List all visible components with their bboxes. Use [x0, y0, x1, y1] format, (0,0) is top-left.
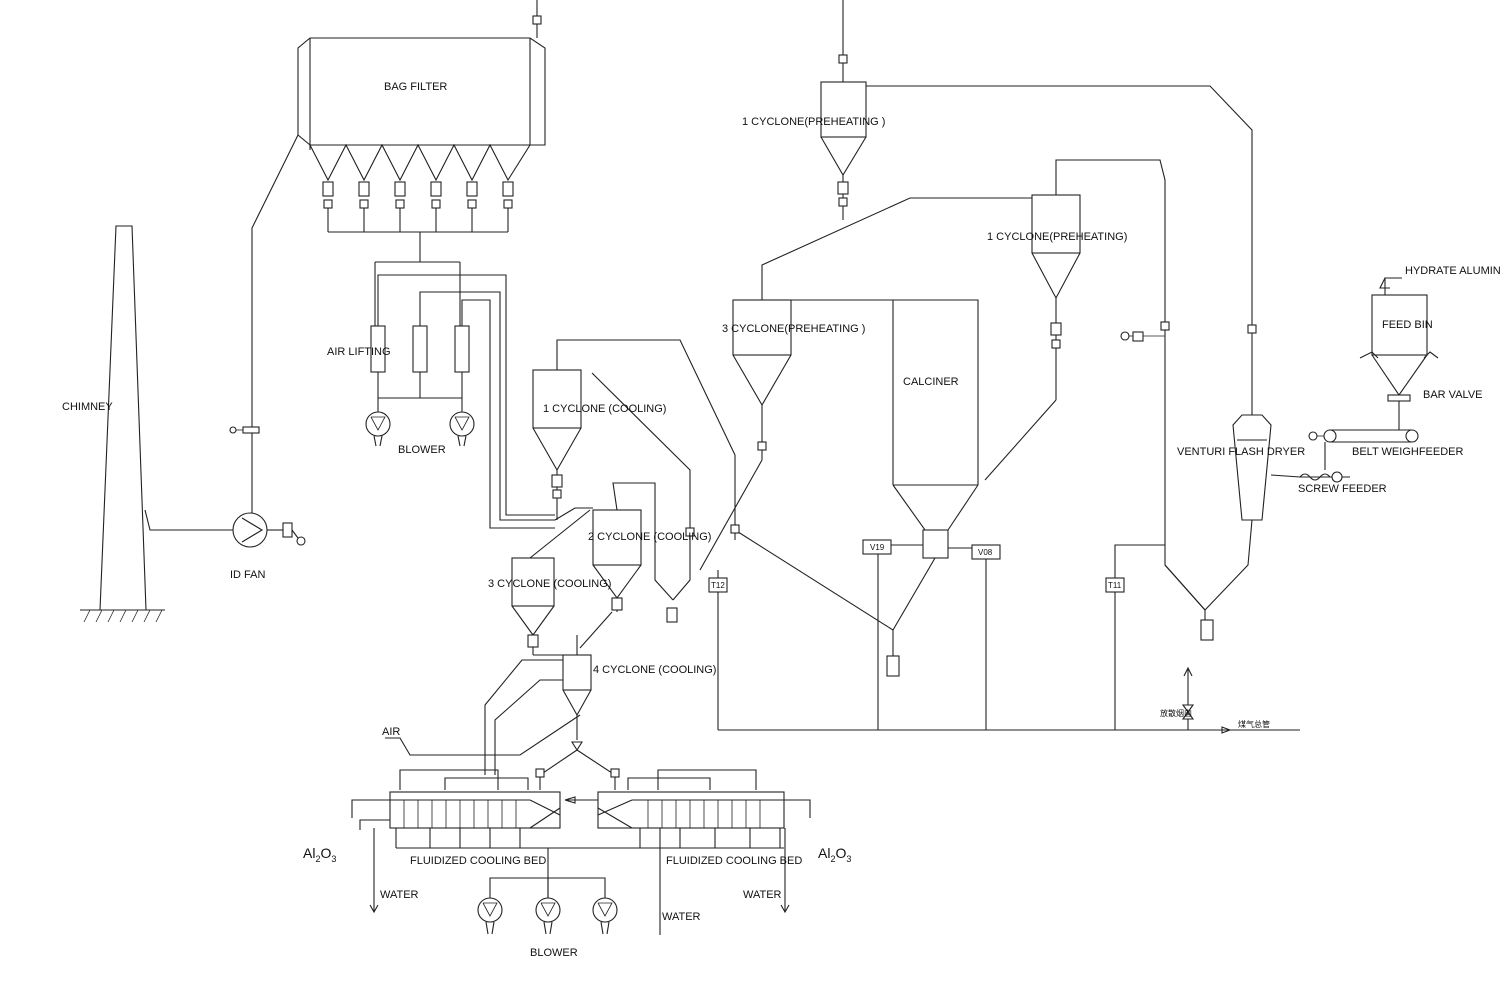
air-lifting: AIR LIFTING — [327, 232, 555, 529]
air-lifting-label: AIR LIFTING — [327, 346, 391, 358]
calciner: V19 V08 CALCINER — [734, 299, 1001, 730]
calciner-label: CALCINER — [903, 376, 959, 388]
fcb-left-label: FLUIDIZED COOLING BED — [410, 855, 546, 867]
water-mid-label: WATER — [662, 911, 701, 923]
cn-label-2: 煤气总管 — [1238, 719, 1270, 729]
al2o3-left-o: O — [320, 845, 331, 861]
cyclone4-cooling: 4 CYCLONE (COOLING) — [484, 635, 716, 790]
cyclone3-preheating-label: 3 CYCLONE(PREHEATING ) — [722, 323, 865, 335]
hydrate-alumina-label: HYDRATE ALUMINA — [1405, 265, 1500, 277]
cyclone3-preheating: 3 CYCLONE(PREHEATING ) — [699, 197, 1032, 571]
al2o3-left: Al2O3 — [303, 845, 336, 864]
al2o3-right-al: Al — [818, 845, 830, 861]
bar-valve-label: BAR VALVE — [1423, 389, 1483, 401]
belt-weighfeeder-label: BELT WEIGHFEEDER — [1352, 446, 1464, 458]
feed-bin-label: FEED BIN — [1382, 319, 1433, 331]
feed-bin: HYDRATE ALUMINA FEED BIN BAR VALVE — [1359, 265, 1500, 430]
al2o3-left-sub1: 2 — [315, 854, 320, 864]
gas-header: 放散烟囱 煤气总管 — [718, 666, 1300, 734]
al2o3-right-o: O — [835, 845, 846, 861]
instrument-t12: T12 — [708, 570, 728, 730]
screw-feeder: SCREW FEEDER — [1298, 471, 1387, 495]
svg-text:Al2O3: Al2O3 — [303, 845, 336, 864]
bag-filter-valves — [322, 181, 514, 209]
cyclone1-preheating-top-label: 1 CYCLONE(PREHEATING ) — [742, 116, 885, 128]
blower-bottom-label: BLOWER — [530, 947, 578, 959]
tag-v08: V08 — [978, 548, 993, 557]
cyclone3-cooling: 3 CYCLONE (COOLING) — [488, 509, 611, 656]
tag-v19: V19 — [870, 543, 885, 552]
bag-filter: BAG FILTER — [297, 0, 546, 233]
tag-t12: T12 — [711, 581, 725, 590]
air-label: AIR — [382, 726, 400, 738]
cyclone2-cooling-label: 2 CYCLONE (COOLING) — [588, 531, 711, 543]
al2o3-right-sub2: 3 — [846, 854, 851, 864]
blower-top: BLOWER — [365, 411, 475, 456]
blower-top-label: BLOWER — [398, 444, 446, 456]
cyclone1-preheating-right: 1 CYCLONE(PREHEATING) — [984, 159, 1206, 611]
cyclone1-cooling-label: 1 CYCLONE (COOLING) — [543, 403, 666, 415]
belt-weighfeeder: BELT WEIGHFEEDER — [1308, 429, 1464, 470]
air-inlet: AIR — [382, 714, 581, 756]
fcb-right-label: FLUIDIZED COOLING BED — [666, 855, 802, 867]
cyclone1-preheating-top: 1 CYCLONE(PREHEATING ) — [742, 0, 1257, 415]
tag-t11: T11 — [1108, 581, 1122, 590]
blower-bottom: BLOWER — [477, 848, 618, 959]
water-right-label: WATER — [743, 889, 782, 901]
fluidized-cooling-bed-right: FLUIDIZED COOLING BED WATER — [564, 769, 811, 914]
instrument-t11: T11 — [1105, 331, 1165, 730]
cn-label-1: 放散烟囱 — [1160, 708, 1192, 718]
water-middle: WATER — [659, 828, 701, 935]
venturi-flash-dryer: VENTURI FLASH DRYER — [1164, 414, 1350, 641]
al2o3-right-sub1: 2 — [830, 854, 835, 864]
cyclone1-cooling: 1 CYCLONE (COOLING) — [532, 339, 740, 601]
cyclone2-cooling: 2 CYCLONE (COOLING) — [554, 482, 711, 649]
cyclone1-preheating-right-label: 1 CYCLONE(PREHEATING) — [987, 231, 1127, 243]
chimney-label: CHIMNEY — [62, 401, 113, 413]
cyclone4-cooling-label: 4 CYCLONE (COOLING) — [593, 664, 716, 676]
water-left-label: WATER — [380, 889, 419, 901]
al2o3-right: Al2O3 — [818, 845, 851, 864]
screw-feeder-label: SCREW FEEDER — [1298, 483, 1387, 495]
al2o3-left-al: Al — [303, 845, 315, 861]
cyclone3-cooling-label: 3 CYCLONE (COOLING) — [488, 578, 611, 590]
id-fan-label: ID FAN — [230, 569, 266, 581]
venturi-label: VENTURI FLASH DRYER — [1177, 446, 1305, 458]
id-fan: ID FAN — [144, 134, 306, 581]
al2o3-left-sub2: 3 — [331, 854, 336, 864]
fluidized-cooling-bed-left: FLUIDIZED COOLING BED WATER — [351, 769, 660, 914]
svg-text:Al2O3: Al2O3 — [818, 845, 851, 864]
chimney: CHIMNEY — [62, 225, 165, 623]
bag-filter-label: BAG FILTER — [384, 81, 447, 93]
